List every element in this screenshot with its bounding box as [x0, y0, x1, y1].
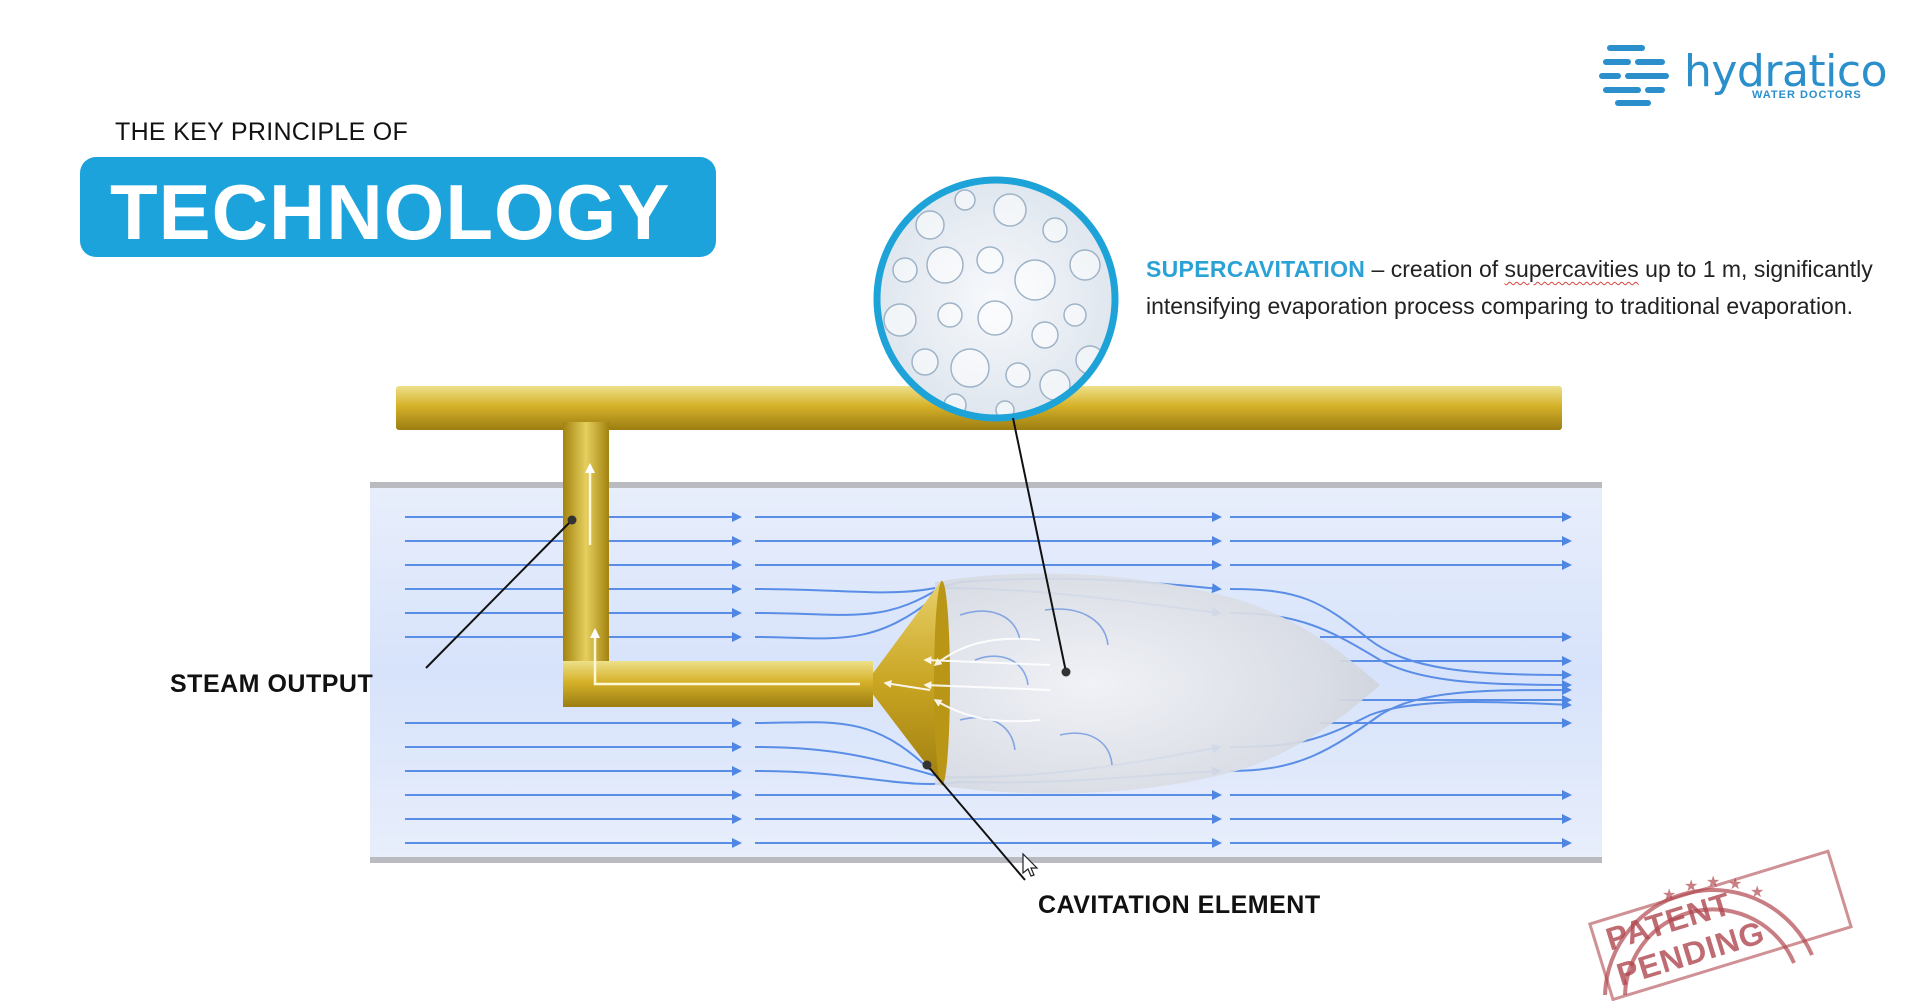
svg-text:★: ★	[1750, 882, 1764, 901]
cavitation-element-label: CAVITATION ELEMENT	[1038, 891, 1321, 919]
leader-lines	[425, 417, 1067, 881]
cone-rim	[934, 581, 950, 785]
mouse-cursor-icon	[1022, 852, 1039, 877]
svg-text:★: ★	[1684, 876, 1698, 895]
cavitation-cone	[865, 580, 942, 785]
steam-output-label: STEAM OUTPUT	[170, 670, 374, 698]
patent-pending-stamp: ★★★★★ PATENT PENDING	[1580, 845, 1853, 1001]
title-kicker: THE KEY PRINCIPLE OF	[115, 118, 409, 146]
cavity-swirls	[959, 608, 1113, 766]
page-title: TECHNOLOGY	[110, 168, 671, 256]
hydratico-logo-icon	[1599, 45, 1669, 106]
brand-tagline: WATER DOCTORS	[1752, 89, 1862, 101]
bubble-zoom-ring	[873, 176, 1119, 422]
channel-bottom-wall	[370, 857, 1602, 863]
supercavity	[935, 573, 1380, 794]
svg-text:★: ★	[1662, 885, 1676, 904]
stamp-border: ★ ★ ★ ★ ★	[1603, 872, 1814, 995]
description-text-2: up to 1 m, significantly intensifying ev…	[1146, 256, 1873, 319]
description-underlined-word: supercavities	[1504, 256, 1639, 282]
brand-logo: hydratico WATER DOCTORS	[1598, 40, 1888, 110]
leader-dots	[567, 515, 1071, 770]
supercavitation-description: SUPERCAVITATION – creation of supercavit…	[1146, 251, 1906, 325]
supercavitation-term: SUPERCAVITATION	[1146, 256, 1366, 282]
svg-text:★: ★	[1706, 872, 1720, 891]
description-text-1: – creation of	[1365, 256, 1505, 282]
title-badge: TECHNOLOGY	[80, 157, 716, 257]
channel-top-wall	[370, 482, 1602, 488]
brand-name: hydratico	[1684, 46, 1888, 97]
steam-direction-arrows	[585, 463, 860, 686]
svg-text:★: ★	[1728, 874, 1742, 893]
cone-inflow-arrows	[883, 637, 1051, 723]
